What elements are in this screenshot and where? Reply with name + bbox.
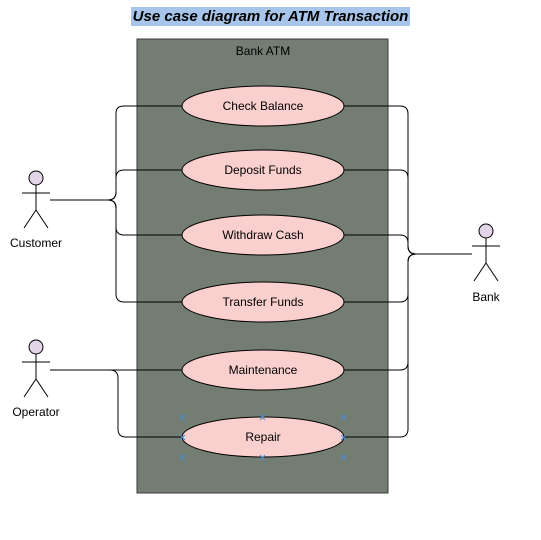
stick-figure-icon xyxy=(22,339,50,398)
use-case-label: Maintenance xyxy=(229,363,298,377)
actor-operator[interactable]: Operator xyxy=(12,339,60,419)
link-customer-transfer-funds[interactable] xyxy=(50,199,183,303)
use-case-repair[interactable]: Repair xyxy=(181,416,345,458)
use-case-check-balance[interactable]: Check Balance xyxy=(181,85,345,127)
stick-figure-icon xyxy=(472,223,500,282)
selection-handle-icon[interactable] xyxy=(340,414,347,421)
actor-customer[interactable]: Customer xyxy=(10,170,62,250)
selection-handle-icon[interactable] xyxy=(340,454,347,461)
use-case-label: Deposit Funds xyxy=(224,163,301,177)
selection-handle-icon[interactable] xyxy=(179,414,186,421)
selection-handle-icon[interactable] xyxy=(179,454,186,461)
selection-handles xyxy=(179,414,347,461)
use-case-withdraw-cash[interactable]: Withdraw Cash xyxy=(181,214,345,256)
use-case-deposit-funds[interactable]: Deposit Funds xyxy=(181,149,345,191)
use-case-ellipse xyxy=(181,281,345,323)
use-case-label: Withdraw Cash xyxy=(222,228,303,242)
diagram-title-wrap: Use case diagram for ATM Transaction xyxy=(0,7,541,26)
system-boundary-label: Bank ATM xyxy=(236,44,290,58)
use-case-label: Repair xyxy=(245,430,280,444)
use-case-ellipse xyxy=(181,85,345,127)
link-bank-withdraw-cash[interactable] xyxy=(344,234,472,255)
selection-handle-icon[interactable] xyxy=(259,454,266,461)
use-case-transfer-funds[interactable]: Transfer Funds xyxy=(181,281,345,323)
actor-bank[interactable]: Bank xyxy=(472,223,501,304)
actor-label: Bank xyxy=(472,290,500,304)
stick-figure-icon xyxy=(22,170,50,229)
use-case-label: Transfer Funds xyxy=(223,295,304,309)
link-operator-repair[interactable] xyxy=(50,369,183,438)
actor-label: Customer xyxy=(10,236,62,250)
use-case-ellipse xyxy=(181,149,345,191)
selection-handle-icon[interactable] xyxy=(259,414,266,421)
use-case-maintenance[interactable]: Maintenance xyxy=(181,349,345,391)
use-case-ellipse xyxy=(181,349,345,391)
selection-handle-icon[interactable] xyxy=(179,434,186,441)
use-case-ellipse xyxy=(181,214,345,256)
diagram-title: Use case diagram for ATM Transaction xyxy=(130,7,411,26)
selection-handle-icon[interactable] xyxy=(340,434,347,441)
use-case-label: Check Balance xyxy=(223,99,304,113)
connection-lines xyxy=(50,105,472,438)
link-bank-repair[interactable] xyxy=(344,253,472,438)
actor-label: Operator xyxy=(12,405,59,419)
link-customer-deposit-funds[interactable] xyxy=(50,169,183,201)
